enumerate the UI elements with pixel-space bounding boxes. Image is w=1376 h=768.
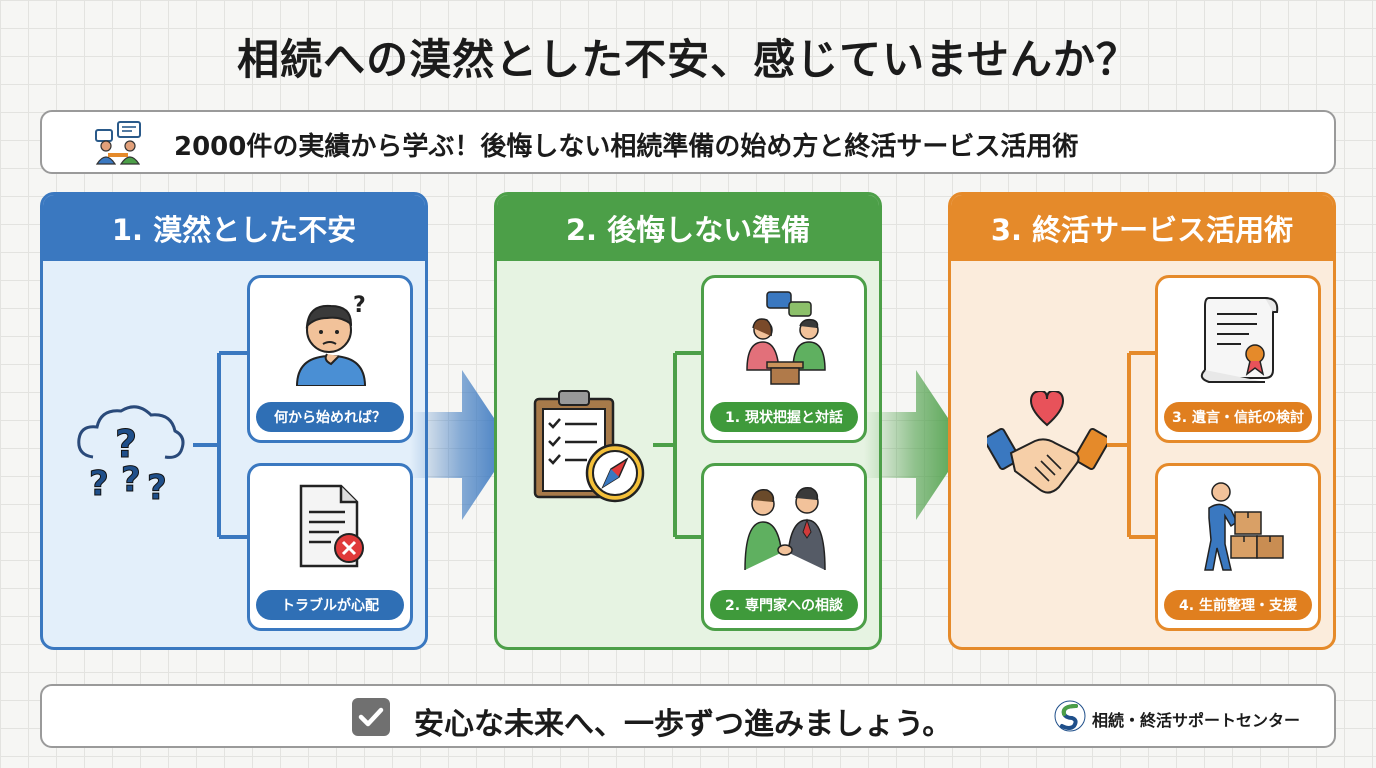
panel-heading: 2. 後悔しない準備 (497, 195, 879, 261)
card-label: 2. 専門家への相談 (710, 590, 858, 620)
checkbox-icon (352, 698, 390, 736)
handshake-consult-icon (744, 486, 826, 571)
card-pre-death-tidying: 4. 生前整理・支援 (1155, 463, 1321, 631)
document-error-icon (299, 484, 364, 568)
subtitle-text: 2000件の実績から学ぶ！後悔しない相続準備の始め方と終活サービス活用術 (174, 132, 1079, 162)
card-assess-and-talk: 1. 現状把握と対話 (701, 275, 867, 443)
connector-bracket (193, 351, 253, 539)
organization-logo-icon (1054, 700, 1086, 732)
card-label: 4. 生前整理・支援 (1164, 590, 1312, 620)
card-will-and-trust: 3. 遺言・信託の検討 (1155, 275, 1321, 443)
svg-text:?: ? (353, 293, 366, 318)
handshake-heart-icon (987, 391, 1107, 494)
subtitle-banner: 2000件の実績から学ぶ！後悔しない相続準備の始め方と終活サービス活用術 (40, 110, 1336, 174)
card-label: 何から始めれば？ (256, 402, 404, 432)
footer-message: 安心な未来へ、一歩ずつ進みましょう。 (414, 707, 953, 742)
page-title: 相続への漠然とした不安、感じていませんか？ (237, 35, 1139, 84)
svg-text:?: ? (147, 468, 167, 505)
cloud-question-icon: ? ? ? ? (77, 405, 185, 505)
organization-name: 相続・終活サポートセンター (1092, 711, 1301, 730)
card-label: トラブルが心配 (256, 590, 404, 620)
clipboard-compass-icon (533, 390, 645, 503)
connector-bracket (653, 351, 705, 539)
will-scroll-icon (1200, 297, 1279, 383)
moving-boxes-icon (1204, 482, 1284, 571)
confused-person-icon: ? (295, 293, 367, 386)
panel-end-of-life-services: 3. 終活サービス活用術 3. 遺言・信託の検討 (948, 192, 1336, 650)
flow-arrow-right (410, 370, 512, 520)
card-expert-consultation: 2. 専門家への相談 (701, 463, 867, 631)
svg-text:?: ? (121, 460, 141, 500)
panel-heading: 3. 終活サービス活用術 (951, 195, 1333, 261)
panel-vague-anxiety: 1. 漠然とした不安 ? ? ? ? ? 何から始めれば？ (40, 192, 428, 650)
consultation-icon (95, 121, 141, 165)
card-label: 3. 遺言・信託の検討 (1164, 402, 1312, 432)
svg-text:?: ? (115, 422, 137, 466)
card-worried-trouble: トラブルが心配 (247, 463, 413, 631)
footer-banner: 安心な未来へ、一歩ずつ進みましょう。 相続・終活サポートセンター (40, 684, 1336, 748)
flow-arrow-right (864, 370, 966, 520)
svg-text:?: ? (89, 464, 109, 504)
connector-bracket (1107, 351, 1159, 539)
panel-prepare-without-regret: 2. 後悔しない準備 1. 現状把握と対話 (494, 192, 882, 650)
panel-heading: 1. 漠然とした不安 (43, 195, 425, 261)
card-where-to-start: ? 何から始めれば？ (247, 275, 413, 443)
card-label: 1. 現状把握と対話 (710, 402, 858, 432)
conversation-icon (746, 291, 826, 385)
